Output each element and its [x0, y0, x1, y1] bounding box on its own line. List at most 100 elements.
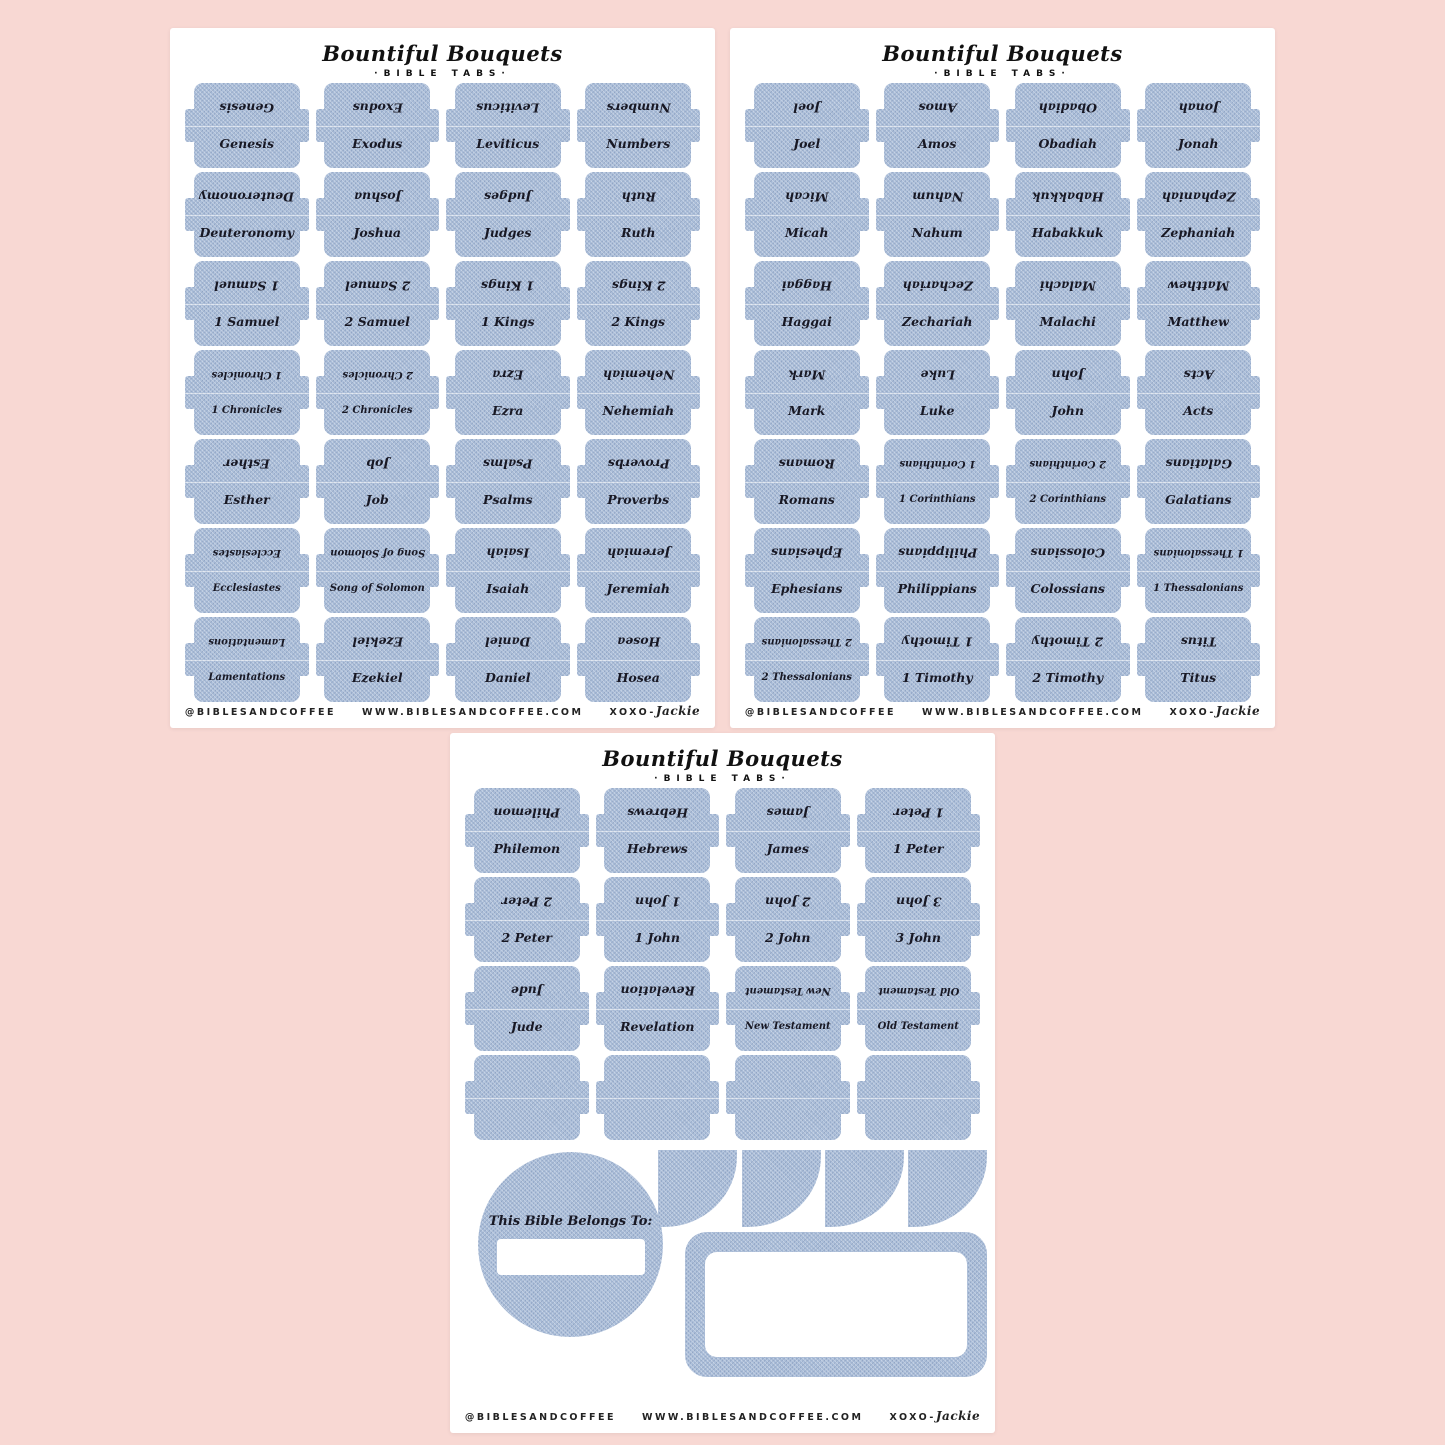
- tab-label-mirrored: 2 Kings: [611, 278, 666, 294]
- tab-bot-shape: [324, 228, 431, 257]
- fold-line: [1006, 481, 1130, 483]
- tab-label-mirrored: 1 Peter: [893, 805, 944, 821]
- tab-label-mirrored: Philippians: [897, 545, 977, 561]
- tab-top-shape: [585, 528, 692, 557]
- fold-line: [576, 570, 700, 572]
- footer-handle: @BIBLESANDCOFFEE: [744, 707, 896, 718]
- tab-label-mirrored: James: [766, 805, 809, 821]
- tab-top-shape: [1145, 350, 1252, 379]
- tab-top-shape: [1014, 439, 1121, 468]
- fold-line: [185, 214, 309, 216]
- tab-label: Hosea: [616, 669, 660, 685]
- tab-label: 2 Thessalonians: [761, 672, 852, 684]
- tab-label-mirrored: Numbers: [606, 100, 671, 116]
- tab-mid-shape: [856, 814, 980, 847]
- tab-label: Joel: [793, 135, 821, 151]
- fold-line: [595, 919, 719, 921]
- tab-bot-shape: [324, 584, 431, 613]
- tab-mid-shape: [1006, 465, 1130, 498]
- fold-line: [875, 659, 999, 661]
- tab-bot-shape: [604, 933, 711, 962]
- footer-signature: Jackie: [1215, 704, 1261, 718]
- tab-bot-shape: [193, 317, 300, 346]
- tab-label: 3 John: [895, 929, 941, 945]
- tab-label: Daniel: [485, 669, 531, 685]
- fold-line: [465, 1008, 589, 1010]
- tab-label-mirrored: Colossians: [1030, 545, 1105, 561]
- tab-top-shape: [454, 439, 561, 468]
- tab-top-shape: [1014, 350, 1121, 379]
- fold-line: [465, 1097, 589, 1099]
- tab-label: Genesis: [219, 135, 275, 151]
- sheet-title: Bountiful Bouquets: [322, 41, 563, 66]
- fold-line: [185, 570, 309, 572]
- tab-label: Exodus: [352, 135, 403, 151]
- tab-mid-shape: [1006, 376, 1130, 409]
- fold-line: [875, 125, 999, 127]
- tab-label-mirrored: 1 Timothy: [901, 634, 973, 650]
- tab-mid-shape: [185, 109, 309, 142]
- tab-mid-shape: [1006, 198, 1130, 231]
- tab-top-shape: [473, 1055, 580, 1084]
- tab-top-shape: [193, 528, 300, 557]
- fold-line: [1136, 481, 1260, 483]
- fold-line: [875, 392, 999, 394]
- tab-mid-shape: [185, 287, 309, 320]
- tab-mid-shape: [1006, 643, 1130, 676]
- fold-line: [726, 1097, 850, 1099]
- tab-label: Old Testament: [877, 1021, 959, 1033]
- tab-label: Ruth: [621, 224, 656, 240]
- fold-line: [315, 481, 439, 483]
- tab-mid-shape: [576, 109, 700, 142]
- tab-top-shape: [753, 261, 860, 290]
- fold-line: [726, 830, 850, 832]
- tab-bot-shape: [473, 844, 580, 873]
- tab-bot-shape: [884, 673, 991, 702]
- tab-bot-shape: [585, 317, 692, 346]
- corner-tab-2: [742, 1150, 821, 1227]
- tab-mid-shape: [875, 109, 999, 142]
- tab-top-shape: [324, 528, 431, 557]
- tab-bot-shape: [1145, 406, 1252, 435]
- tab-mid-shape: [726, 903, 850, 936]
- tab-label: Ezra: [492, 402, 524, 418]
- tab-mid-shape: [315, 287, 439, 320]
- tab-label-mirrored: 3 John: [895, 894, 941, 910]
- tab-top-shape: [1145, 617, 1252, 646]
- tab-top-shape: [454, 350, 561, 379]
- tab-label: Philemon: [493, 840, 561, 856]
- tab-bot-shape: [884, 495, 991, 524]
- tab-label-mirrored: 1 Samuel: [214, 278, 280, 294]
- tab-bot-shape: [1014, 317, 1121, 346]
- tab-label: Leviticus: [476, 135, 540, 151]
- tab-bot-shape: [193, 228, 300, 257]
- tab-label-mirrored: Matthew: [1167, 278, 1229, 294]
- tab-bot-shape: [473, 933, 580, 962]
- tab-label: Luke: [920, 402, 955, 418]
- tab-label: 2 Chronicles: [341, 405, 413, 417]
- tab-mid-shape: [1136, 198, 1260, 231]
- tab-label: James: [766, 840, 809, 856]
- tab-bot-shape: [193, 139, 300, 168]
- tab-top-shape: [585, 172, 692, 201]
- tab-mid-shape: [595, 1081, 719, 1114]
- fold-line: [856, 919, 980, 921]
- tab-bot-shape: [884, 228, 991, 257]
- tab-label: Philippians: [897, 580, 977, 596]
- tab-bot-shape: [865, 1111, 972, 1140]
- footer-url: WWW.BIBLESANDCOFFEE.COM: [921, 707, 1144, 718]
- tab-top-shape: [753, 83, 860, 112]
